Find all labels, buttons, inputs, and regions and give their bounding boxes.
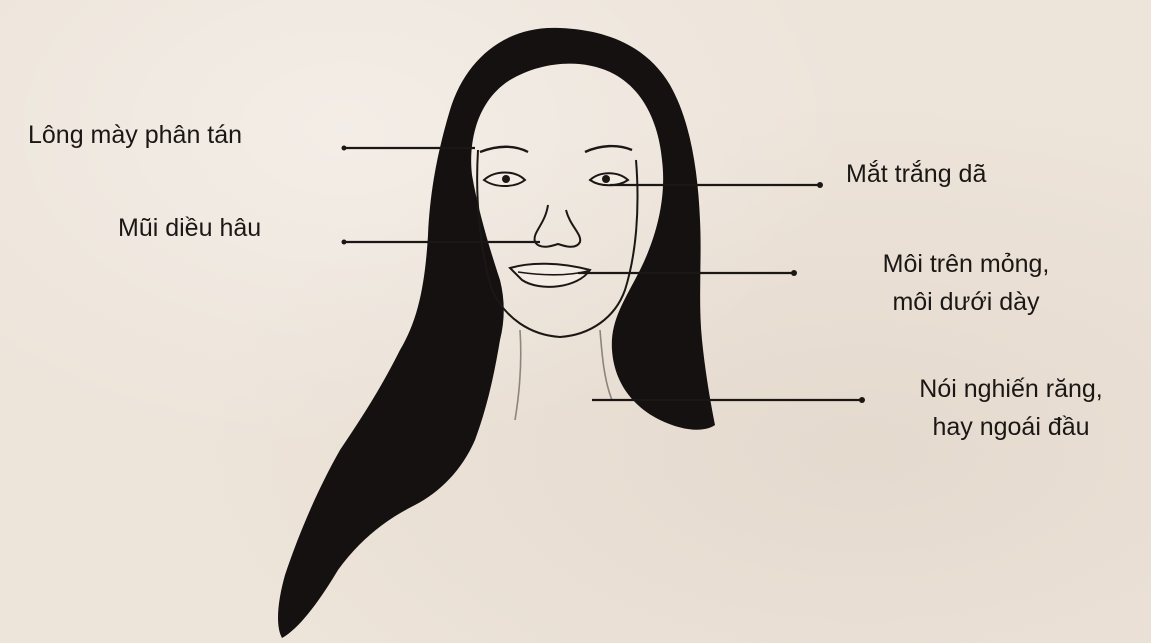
label-teeth: Nói nghiến răng, hay ngoái đầu bbox=[880, 370, 1142, 446]
hair bbox=[278, 28, 715, 638]
label-eyebrows: Lông mày phân tán bbox=[28, 116, 242, 154]
label-lips-line1: Môi trên mỏng, bbox=[826, 245, 1106, 283]
label-teeth-line1: Nói nghiến răng, bbox=[880, 370, 1142, 408]
label-lips: Môi trên mỏng, môi dưới dày bbox=[826, 245, 1106, 321]
label-eyes: Mắt trắng dã bbox=[846, 155, 986, 193]
nose bbox=[535, 205, 581, 247]
left-eyebrow bbox=[480, 147, 528, 152]
label-lips-line2: môi dưới dày bbox=[826, 283, 1106, 321]
right-eyebrow bbox=[585, 146, 632, 152]
neck bbox=[515, 330, 612, 420]
label-teeth-line2: hay ngoái đầu bbox=[880, 408, 1142, 446]
label-nose: Mũi diều hâu bbox=[118, 209, 261, 247]
